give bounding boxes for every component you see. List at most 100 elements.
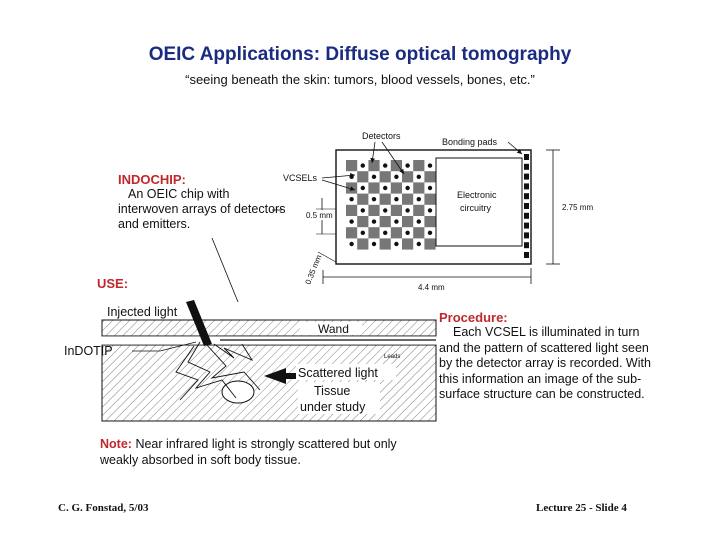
- vcsel-dot: [383, 230, 388, 235]
- detector-cell: [357, 216, 369, 228]
- detector-cell: [379, 193, 391, 205]
- detector-cell: [379, 238, 391, 250]
- bonding-pad: [524, 203, 529, 209]
- vcsel-dot: [427, 163, 433, 168]
- detector-cell: [390, 160, 402, 172]
- vcsel-dot: [371, 241, 377, 247]
- under-study-label: under study: [300, 400, 366, 414]
- detector-cell: [424, 238, 436, 250]
- vcsel-dot: [383, 163, 388, 168]
- injected-light-label: Injected light: [107, 305, 178, 319]
- dim-05-label: 0.5 mm: [306, 211, 333, 220]
- vcsel-dot: [383, 185, 388, 191]
- detector-cell: [424, 193, 436, 205]
- note-text: Near infrared light is strongly scattere…: [100, 437, 397, 467]
- dim-035-label: 0.35 mm: [304, 253, 324, 286]
- vcsel-dot: [427, 208, 433, 213]
- detector-cell: [346, 160, 358, 172]
- detector-cell: [402, 171, 414, 183]
- detector-cell: [368, 227, 380, 239]
- vcsel-dot: [349, 241, 354, 247]
- detector-vcsel-grid: [346, 160, 436, 250]
- electronic-label-1: Electronic: [457, 190, 497, 200]
- detector-cell: [413, 227, 425, 239]
- detector-cell: [413, 182, 425, 194]
- vcsel-dot: [416, 219, 421, 224]
- leads-label: Leads: [384, 354, 400, 360]
- detector-cell: [357, 171, 369, 183]
- vcsel-dot: [394, 219, 399, 224]
- detector-cell: [357, 238, 369, 250]
- bonding-pad: [524, 173, 529, 180]
- detector-cell: [368, 182, 380, 194]
- detector-cell: [379, 171, 391, 183]
- detector-cell: [402, 193, 414, 205]
- bonding-pads: [524, 154, 529, 258]
- footer-slide-number: Lecture 25 - Slide 4: [536, 502, 627, 514]
- indochip-text-body: An OEIC chip with interwoven arrays of d…: [118, 187, 286, 231]
- bonding-pad: [524, 252, 529, 258]
- vcsels-label: VCSELs: [283, 173, 318, 183]
- vcsel-dot: [416, 197, 421, 202]
- indochip-heading: INDOCHIP:: [118, 172, 186, 187]
- vcsel-dot: [416, 174, 421, 179]
- bonding-pad: [524, 242, 529, 249]
- bonding-pad: [524, 212, 529, 219]
- vcsel-dot: [394, 241, 399, 247]
- bonding-pad: [524, 183, 529, 190]
- bonding-pads-label: Bonding pads: [442, 137, 498, 147]
- vcsel-dot: [427, 185, 433, 191]
- dim-44-label: 4.4 mm: [418, 283, 445, 292]
- detector-cell: [390, 227, 402, 239]
- detector-cell: [357, 193, 369, 205]
- wand-tissue-illustration: Wand Leads: [101, 300, 437, 422]
- detectors-label: Detectors: [362, 131, 401, 141]
- note-block: Note: Near infrared light is strongly sc…: [100, 436, 430, 468]
- bonding-pad: [524, 193, 529, 200]
- vcsel-dot: [360, 208, 365, 213]
- vcsel-dot: [349, 219, 354, 224]
- vcsel-dot: [405, 208, 410, 213]
- slide-subtitle: “seeing beneath the skin: tumors, blood …: [185, 72, 535, 87]
- dim-275-label: 2.75 mm: [562, 203, 593, 212]
- vcsel-dot: [360, 230, 365, 235]
- vcsel-dot: [360, 185, 365, 191]
- indochip-text: An OEIC chip with interwoven arrays of d…: [118, 187, 288, 232]
- bonding-pad: [524, 154, 529, 160]
- procedure-text-body: Each VCSEL is illuminated in turn and th…: [439, 325, 651, 401]
- vcsel-dot: [405, 230, 410, 235]
- detector-cell: [424, 216, 436, 228]
- electronic-label-2: circuitry: [460, 203, 491, 213]
- vcsel-dot: [427, 230, 433, 235]
- footer-author-date: C. G. Fonstad, 5/03: [58, 502, 149, 514]
- detector-cell: [346, 227, 358, 239]
- indotip-label: InDOTIP: [64, 344, 113, 358]
- procedure-heading: Procedure:: [439, 310, 508, 325]
- use-heading: USE:: [97, 276, 129, 291]
- procedure-text: Each VCSEL is illuminated in turn and th…: [439, 325, 659, 403]
- vcsel-dot: [383, 208, 388, 213]
- detector-cell: [402, 238, 414, 250]
- detector-cell: [402, 216, 414, 228]
- vcsel-dot: [394, 174, 399, 179]
- scattered-light-label: Scattered light: [298, 366, 378, 380]
- indochip-chip: Electronic circuitry: [335, 149, 532, 265]
- vcsel-dot: [371, 219, 377, 224]
- bonding-pad: [524, 222, 529, 229]
- vcsel-dot: [405, 163, 410, 168]
- bonding-pad: [524, 232, 529, 239]
- vcsel-dot: [349, 197, 354, 202]
- detector-cell: [346, 204, 358, 216]
- detector-cell: [413, 204, 425, 216]
- vcsel-dot: [371, 197, 377, 202]
- vcsel-dot: [405, 185, 410, 191]
- bonding-pad: [524, 163, 529, 170]
- tissue-label: Tissue: [314, 384, 350, 398]
- detector-cell: [390, 204, 402, 216]
- detector-cell: [368, 204, 380, 216]
- detector-cell: [390, 182, 402, 194]
- detector-cell: [413, 160, 425, 172]
- wand-label: Wand: [318, 322, 349, 336]
- vcsel-dot: [416, 241, 421, 247]
